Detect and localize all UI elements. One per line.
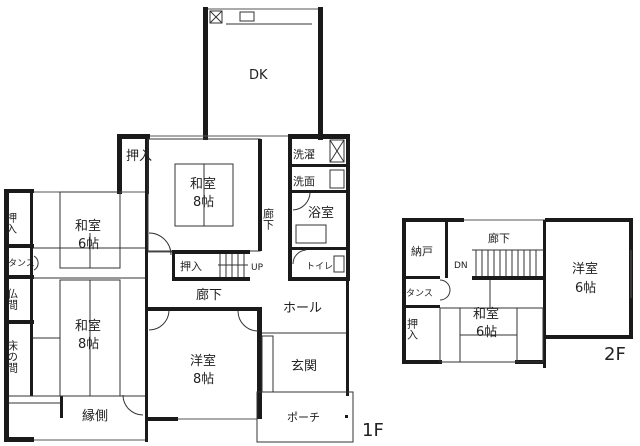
stairs-1f (218, 254, 248, 277)
room-nando: 納戸 (411, 245, 433, 258)
door-icon (148, 310, 170, 331)
room-butsuma: 仏間 (6, 288, 19, 311)
door-icon (148, 232, 172, 256)
room-washitsu8-top-size: 8帖 (193, 195, 214, 210)
stairs-dn-label: DN (454, 261, 468, 271)
room-toilet: トイレ (306, 262, 333, 272)
room-porch: ポーチ (287, 411, 320, 424)
room-sentaku: 洗濯 (293, 148, 315, 161)
stove-icon (209, 10, 223, 24)
room-washitsu6-2f-size: 6帖 (476, 325, 497, 340)
stairs-up-label: UP (251, 263, 264, 273)
floor2-walls (402, 218, 633, 368)
floor1-walls (4, 7, 354, 443)
floor2-labels: 納戸 廊下 DN 洋室 6帖 タンス 押入 和室 6帖 2F (406, 231, 626, 365)
toilet-icon (333, 255, 345, 273)
floor1-label: 1F (362, 420, 384, 441)
room-youshitsu8-name: 洋室 (190, 353, 216, 369)
room-rouka-vertical: 廊下 (262, 207, 275, 231)
room-washitsu6-name: 和室 (75, 218, 101, 234)
room-tansu: タンス (8, 258, 35, 269)
stairs-2f (475, 250, 537, 276)
room-hall: ホール (283, 301, 322, 316)
room-washitsu6-size: 6帖 (78, 237, 99, 252)
room-senmen: 洗面 (293, 175, 315, 188)
room-rouka: 廊下 (196, 287, 222, 303)
room-oshiire-stairs: 押入 (180, 259, 202, 273)
room-genkan: 玄関 (291, 359, 317, 374)
room-oshiire-top-1: 押入 (126, 149, 152, 164)
floor1-labels: DK 押入 和室 8帖 廊下 洗濯 洗面 浴室 押入 UP トイレ 押入 和室 … (5, 68, 384, 441)
room-oshiire-left: 押入 (5, 211, 18, 234)
floor2-label: 2F (604, 344, 626, 365)
door-icon (33, 255, 39, 271)
door-icon (439, 279, 451, 301)
room-washitsu8-left-size: 8帖 (78, 337, 99, 352)
room-washitsu8-left-name: 和室 (75, 318, 101, 334)
room-rouka-2f: 廊下 (488, 231, 510, 245)
room-youshitsu6-name: 洋室 (572, 261, 598, 277)
room-washitsu6-2f-name: 和室 (473, 306, 499, 322)
door-icon (122, 394, 144, 416)
room-engawa: 縁側 (82, 408, 108, 424)
porch-outline (256, 391, 354, 443)
room-youshitsu6-size: 6帖 (575, 281, 596, 296)
door-icon (292, 249, 307, 265)
door-icon (292, 192, 311, 211)
room-yokushitsu: 浴室 (308, 205, 334, 221)
sink-icon (239, 11, 255, 22)
room-washitsu8-top-name: 和室 (190, 176, 216, 192)
door-icon (237, 310, 259, 332)
room-oshiire-2f: 押入 (406, 317, 419, 340)
room-tokonoma: 床の間 (6, 339, 19, 374)
room-tansu-2f: タンス (406, 288, 433, 299)
room-youshitsu8-size: 8帖 (193, 372, 214, 387)
bathtub-icon (295, 224, 327, 244)
room-dk: DK (249, 68, 268, 83)
